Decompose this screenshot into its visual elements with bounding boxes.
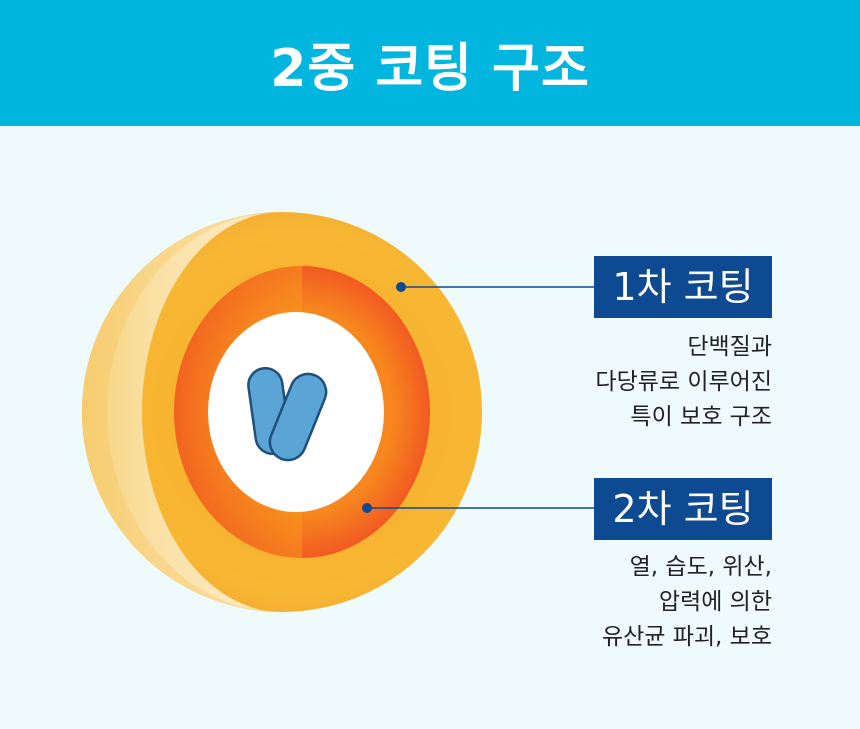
first-coating-description: 단백질과 다당류로 이루어진 특이 보호 구조 bbox=[512, 330, 772, 435]
first-coating-label: 1차 코팅 bbox=[594, 256, 772, 318]
probiotic-bacteria-icon bbox=[247, 367, 328, 462]
second-coating-description: 열, 습도, 위산, 압력에 의한 유산균 파괴, 보호 bbox=[512, 550, 772, 655]
leader-line-1 bbox=[396, 282, 594, 292]
coating-diagram bbox=[82, 212, 594, 612]
title-banner: 2중 코팅 구조 bbox=[0, 0, 860, 126]
description-line: 압력에 의한 bbox=[658, 589, 772, 615]
description-line: 다당류로 이루어진 bbox=[595, 369, 772, 395]
leader-line-2 bbox=[362, 503, 594, 513]
description-line: 단백질과 bbox=[687, 334, 772, 360]
description-line: 특이 보호 구조 bbox=[630, 404, 772, 430]
description-line: 유산균 파괴, 보호 bbox=[601, 624, 772, 650]
page-title: 2중 코팅 구조 bbox=[270, 38, 590, 99]
second-coating-label: 2차 코팅 bbox=[594, 478, 772, 540]
description-line: 열, 습도, 위산, bbox=[629, 554, 772, 580]
